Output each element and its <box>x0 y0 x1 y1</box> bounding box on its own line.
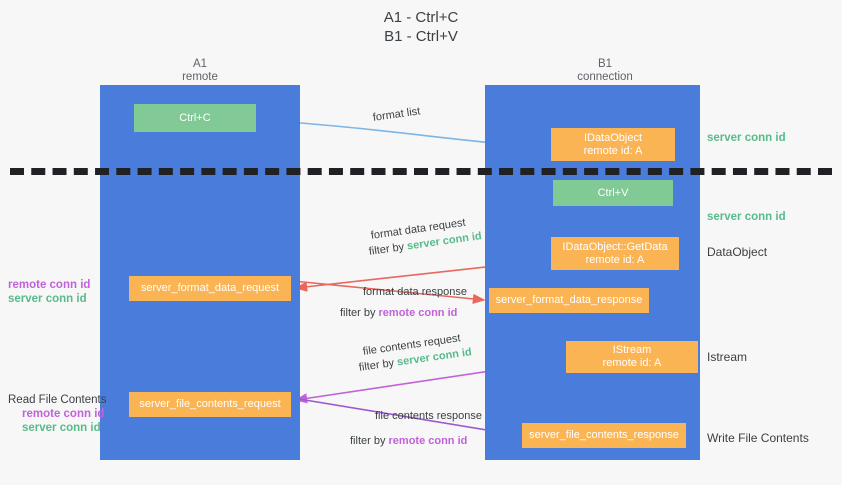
page-title: A1 - Ctrl+C B1 - Ctrl+V <box>383 9 459 45</box>
edge-label-format-data-response: format data response <box>363 286 467 298</box>
annotation-remote-conn-id: remote conn id <box>22 408 105 420</box>
filter-prefix: filter by <box>350 435 389 447</box>
arrow-file-contents-response <box>292 397 519 439</box>
annotation-dataobject: DataObject <box>707 245 768 259</box>
node-ctrl-c[interactable]: Ctrl+C <box>134 104 256 132</box>
node-server-file-contents-request[interactable]: server_file_contents_request <box>129 392 291 417</box>
annotation-server-conn-id-top: server conn id <box>707 132 786 144</box>
edge-label-format-data-response-filter: filter by remote conn id <box>340 306 457 320</box>
arrow-format-data-response <box>292 280 486 304</box>
node-server-file-contents-response[interactable]: server_file_contents_response <box>522 423 686 448</box>
phase-divider <box>10 168 832 175</box>
annotation-read-file-group: Read File Contents remote conn id server… <box>8 393 106 435</box>
edge-label-file-contents-response: file contents response <box>375 410 483 422</box>
lane-b-header: B1 connection <box>577 58 633 83</box>
annotation-read-file-contents: Read File Contents <box>8 394 107 406</box>
annotation-server-conn-id-mid: server conn id <box>707 211 786 223</box>
annotation-conn-id-pair-top: remote conn id server conn id <box>8 278 90 306</box>
edge-label-file-contents-response-filter: filter by remote conn id <box>350 434 467 448</box>
annotation-server-conn-id: server conn id <box>22 422 101 434</box>
annotation-istream: Istream <box>707 350 748 364</box>
annotation-server-conn-id: server conn id <box>8 293 87 305</box>
node-idataobject[interactable]: IDataObject remote id: A <box>551 128 675 161</box>
lane-a-header: A1 remote <box>182 58 218 83</box>
filter-value-remote-conn-id: remote conn id <box>388 435 468 447</box>
node-server-format-data-response[interactable]: server_format_data_response <box>489 288 649 313</box>
annotation-write-file-contents: Write File Contents <box>707 431 809 445</box>
node-istream[interactable]: IStream remote id: A <box>566 341 698 373</box>
node-ctrl-v[interactable]: Ctrl+V <box>553 180 673 206</box>
filter-prefix: filter by <box>340 307 379 319</box>
filter-value-remote-conn-id: remote conn id <box>378 307 458 319</box>
node-idataobject-getdata[interactable]: IDataObject::GetData remote id: A <box>551 237 679 270</box>
node-server-format-data-request[interactable]: server_format_data_request <box>129 276 291 301</box>
annotation-remote-conn-id: remote conn id <box>8 279 91 291</box>
